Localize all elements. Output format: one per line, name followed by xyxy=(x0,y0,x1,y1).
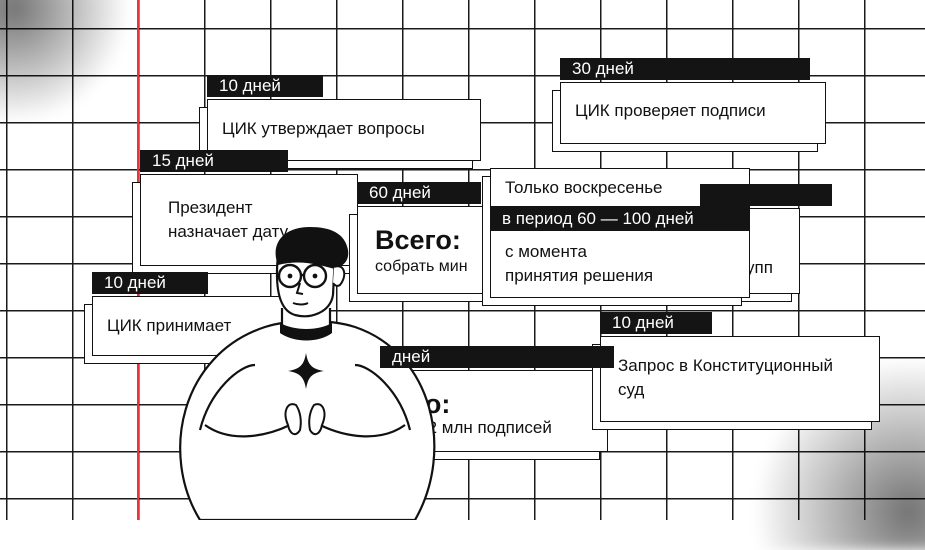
person-illustration-icon xyxy=(179,227,436,520)
card-text-line1: Президент xyxy=(168,198,253,217)
card-tag xyxy=(700,184,832,206)
card-face xyxy=(560,82,826,144)
card-text-line2: суд xyxy=(618,380,645,399)
card-title: Только воскресенье xyxy=(505,178,663,197)
card-collect-total: 60 дней Всего: собрать мин xyxy=(349,182,497,302)
card-text: ь 2 млн подписей xyxy=(414,418,552,437)
card-text-line2: назначает дату xyxy=(168,222,289,241)
card-title: Всего: xyxy=(375,225,461,255)
card-face xyxy=(357,206,497,294)
card-text: ЦИК принимает xyxy=(107,316,232,335)
card-tag: 60 дней xyxy=(357,182,481,204)
card-text-line2: принятия решения xyxy=(505,266,654,285)
card-tag: 10 дней xyxy=(92,272,208,294)
card-cik-checks-signatures: 30 дней ЦИК проверяет подписи xyxy=(552,58,826,152)
card-text-line1: с момента xyxy=(505,242,587,261)
card-tag: 10 дней xyxy=(207,75,323,97)
card-cik-accepts: 10 дней ЦИК принимает xyxy=(84,272,292,364)
card-tag: дней xyxy=(380,346,614,368)
card-period-tag: в период 60 — 100 дней xyxy=(490,206,750,231)
card-tag: 10 дней xyxy=(600,312,712,334)
card-tag: 30 дней xyxy=(560,58,810,80)
card-tag: 15 дней xyxy=(140,150,288,172)
card-text: собрать мин xyxy=(375,258,468,275)
card-text: упп xyxy=(746,258,773,277)
card-text: ЦИК проверяет подписи xyxy=(575,101,766,120)
sparkle-star-icon xyxy=(288,353,324,389)
card-constitutional-court: 10 дней Запрос в Конституционный суд xyxy=(592,312,880,430)
card-face xyxy=(600,336,880,422)
card-text-line1: Запрос в Конституционный xyxy=(618,356,833,375)
card-text: ЦИК утверждает вопросы xyxy=(222,119,425,138)
card-only-sunday: Только воскресенье в период 60 — 100 дне… xyxy=(482,168,750,306)
